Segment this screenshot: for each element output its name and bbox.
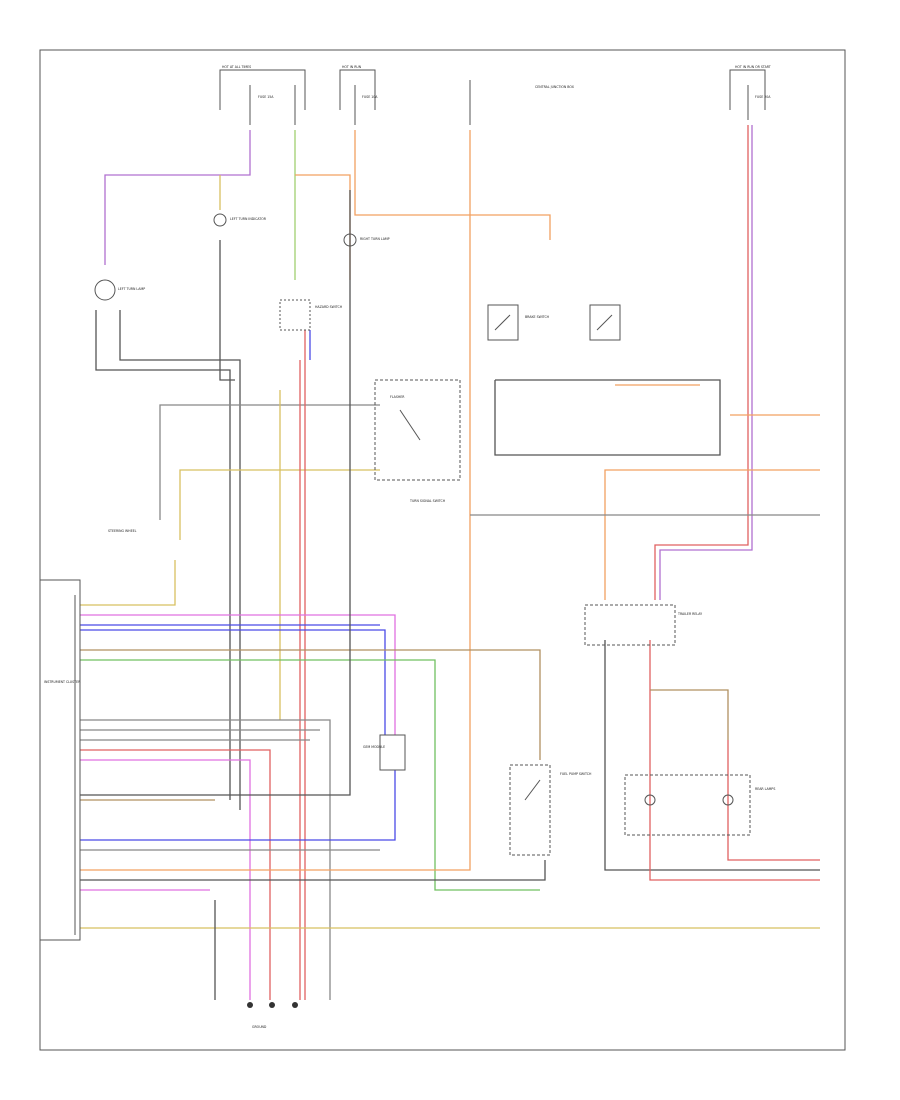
- label-rear-lamps: REAR LAMPS: [755, 787, 775, 791]
- wire-orange-h2: [604, 469, 820, 600]
- label-hot-at-all-times: HOT AT ALL TIMES: [222, 65, 251, 69]
- brake-switch-2: [589, 304, 621, 341]
- wire-violet-yellow-left: [104, 130, 251, 265]
- wire-red-relay-2: [727, 740, 820, 861]
- flasher: [374, 379, 461, 481]
- wire-pink-cluster-2: [80, 759, 251, 1000]
- fuse-box-2: [339, 69, 376, 125]
- diagram-frame: [39, 49, 846, 1051]
- label-instrument-cluster: INSTRUMENT CLUSTER: [44, 680, 81, 684]
- wire-yellow-hazard: [179, 469, 380, 540]
- wire-green-cluster: [80, 659, 540, 891]
- wire-black-brake: [494, 379, 721, 456]
- label-hazard-switch: HAZARD SWITCH: [315, 305, 343, 309]
- label-ground: GROUND: [252, 1025, 267, 1029]
- brake-switch-1: [487, 304, 519, 341]
- fuse-box-4: [729, 69, 766, 120]
- label-trailer-relay: TRAILER RELAY: [677, 612, 702, 616]
- fuel-switch: [509, 764, 551, 856]
- wire-red-right: [654, 125, 749, 600]
- label-fuse-a: FUSE 15A: [258, 95, 274, 99]
- label-right-turn-lamp: RIGHT TURN LAMP: [360, 237, 390, 241]
- label-fuse-c: FUSE 20A: [755, 95, 771, 99]
- label-left-turn-lamp: LEFT TURN LAMP: [118, 287, 145, 291]
- left-turn-lamp: [94, 279, 116, 301]
- label-hot-in-run: HOT IN RUN: [342, 65, 362, 69]
- wire-blue-cluster-3: [80, 770, 396, 841]
- wire-gray-hazard: [159, 404, 380, 520]
- gem-module: [379, 734, 406, 771]
- wire-gray-cluster-1: [80, 719, 331, 1000]
- wire-black-left-2: [119, 310, 241, 810]
- label-module: GEM MODULE: [363, 745, 385, 749]
- wire-black-cluster-4: [80, 860, 546, 881]
- wire-red-relay: [649, 640, 820, 881]
- label-turn-signal-switch: TURN SIGNAL SWITCH: [409, 499, 446, 503]
- wire-orange-right-lamp: [295, 174, 351, 280]
- instrument-cluster-connector: [39, 579, 81, 941]
- label-flasher: FLASHER: [390, 395, 405, 399]
- label-central-junction: CENTRAL JUNCTION BOX: [535, 85, 575, 89]
- wire-black-cluster-3: [80, 190, 351, 796]
- wire-olive-relay: [650, 689, 729, 740]
- left-turn-indicator: [213, 213, 227, 227]
- wires: [80, 125, 820, 1000]
- label-steering-wheel: STEERING WHEEL: [108, 529, 137, 533]
- label-fuel-switch: FUEL PUMP SWITCH: [560, 772, 592, 776]
- hazard-switch: [279, 299, 311, 331]
- wire-black-left-3: [219, 240, 235, 381]
- rear-lamps-box: [624, 774, 751, 836]
- ground-points: [247, 1002, 298, 1008]
- wire-violet-right: [659, 125, 753, 600]
- wire-orange-fuse3: [445, 130, 471, 871]
- wire-blue-cluster-2: [80, 629, 386, 735]
- wire-black-left-1: [95, 310, 231, 800]
- wire-pink-cluster: [80, 614, 396, 735]
- label-hot-run-start: HOT IN RUN OR START: [735, 65, 771, 69]
- trailer-relay: [584, 604, 676, 646]
- wire-yellow-cluster: [80, 560, 176, 606]
- wire-red-cluster: [80, 749, 271, 1000]
- wire-olive-cluster: [80, 649, 541, 760]
- wire-orange-fuse2: [354, 130, 551, 240]
- wire-black-relay: [604, 640, 820, 871]
- label-brake-switch: BRAKE SWITCH: [525, 315, 550, 319]
- label-left-turn-indicator: LEFT TURN INDICATOR: [230, 217, 267, 221]
- right-turn-lamp: [343, 233, 357, 247]
- label-fuse-b: FUSE 10A: [362, 95, 378, 99]
- fuse-box-1: [219, 69, 306, 125]
